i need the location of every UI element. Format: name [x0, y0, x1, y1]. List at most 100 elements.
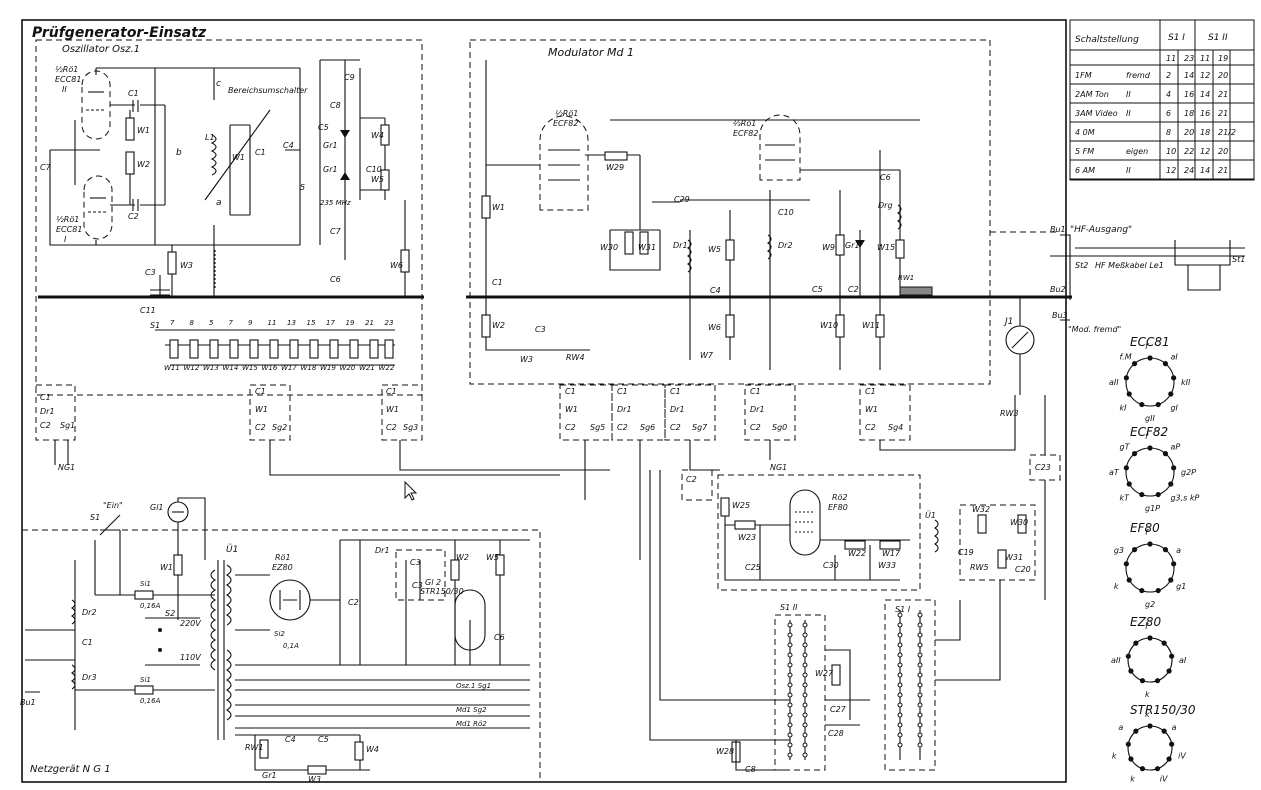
svg-text:C1: C1 [255, 148, 266, 157]
svg-text:Dr1: Dr1 [617, 405, 632, 414]
pinout-title: EZ80 [1130, 615, 1161, 629]
deck-pin [897, 632, 903, 638]
svg-text:Gl 2: Gl 2 [425, 578, 441, 587]
svg-text:0,1A: 0,1A [283, 642, 299, 650]
deck-pins [787, 612, 923, 758]
svg-text:C4: C4 [710, 286, 721, 295]
svg-text:Si1: Si1 [140, 580, 151, 588]
svg-text:C3: C3 [145, 268, 156, 277]
table-cell: 8 [1166, 128, 1171, 137]
svg-text:W2: W2 [492, 321, 505, 330]
tube-pin [1155, 491, 1161, 498]
svg-text:"Mod. fremd": "Mod. fremd" [1068, 325, 1121, 334]
deck-pin [787, 642, 793, 648]
tube-pin [1133, 640, 1139, 646]
pin-label: f.M [1120, 353, 1132, 362]
svg-text:"HF-Ausgang": "HF-Ausgang" [1070, 225, 1132, 235]
tube-pin [1139, 678, 1146, 684]
svg-text:Ü1: Ü1 [925, 510, 936, 520]
pin-label: gT [1120, 443, 1131, 452]
deck-pin [917, 632, 923, 638]
tube-pin [1147, 635, 1153, 641]
power-box [22, 529, 541, 782]
svg-text:C3: C3 [412, 581, 423, 590]
deck-pin [802, 682, 808, 688]
deck-pin [787, 702, 793, 708]
pin-label: iV [1160, 775, 1168, 784]
svg-text:C2: C2 [686, 475, 697, 484]
pin-label: aT [1109, 468, 1120, 477]
table-cell: 21/2 [1218, 128, 1236, 137]
svg-text:C2: C2 [617, 423, 628, 432]
pin-label: aI [1170, 353, 1178, 362]
ladder-resistor-label: W21 [359, 364, 375, 372]
deck-pin [802, 642, 808, 648]
pin-label: gII [1145, 414, 1155, 423]
svg-text:W23: W23 [738, 533, 756, 542]
ladder-contact-number: 8 [190, 319, 195, 327]
deck-pin [787, 682, 793, 688]
ladder-resistor-label: W22 [379, 364, 395, 372]
svg-text:Osz.1 Sg1: Osz.1 Sg1 [456, 682, 491, 690]
svg-text:C1: C1 [255, 387, 266, 396]
ladder-resistor-label: W15 [242, 364, 258, 372]
ladder-resistor-label: W13 [203, 364, 219, 372]
svg-text:W9: W9 [822, 243, 835, 252]
tube-pin [1126, 481, 1132, 487]
deck-pin [917, 722, 923, 728]
table-cell: 21 [1218, 109, 1228, 118]
pin-label: aII [1111, 656, 1121, 665]
tube-pin [1169, 741, 1175, 747]
svg-text:L1: L1 [205, 133, 215, 142]
svg-text:S2: S2 [165, 609, 175, 618]
svg-text:C2: C2 [348, 598, 359, 607]
svg-text:J1: J1 [1003, 317, 1013, 327]
deck-pin [802, 702, 808, 708]
tube-pin [1171, 375, 1177, 381]
modulator-box [469, 39, 991, 385]
deck-pin [917, 692, 923, 698]
svg-text:C27: C27 [830, 705, 847, 714]
hf-output-connector: "HF-Ausgang" HF Meßkabel Le1 Bu1 Bu2 Bu3… [990, 225, 1245, 418]
ladder-resistor-label: W11 [164, 364, 180, 372]
tube-pin [1168, 577, 1174, 583]
deck-pin [897, 702, 903, 708]
deck-pin [897, 662, 903, 668]
outer-frame [21, 19, 1067, 783]
svg-text:0,16A: 0,16A [140, 697, 161, 705]
svg-text:Dr1: Dr1 [750, 405, 765, 414]
ladder-resistor-label: W12 [184, 364, 200, 372]
svg-text:Sg5: Sg5 [590, 423, 605, 432]
pin-label: gI [1170, 403, 1178, 412]
ladder-labels: W117W128W135W147W159W1611W1713W1815W1917… [164, 319, 395, 372]
svg-text:W15: W15 [877, 243, 895, 252]
pin-label: a [1176, 546, 1181, 555]
table-cell: 20 [1218, 147, 1228, 156]
power-label: Netzgerät N G 1 [30, 764, 111, 775]
svg-text:Gl1: Gl1 [150, 503, 164, 512]
svg-text:C2: C2 [386, 423, 397, 432]
svg-text:C2: C2 [565, 423, 576, 432]
ladder-contact-number: 7 [229, 319, 234, 327]
svg-text:EF80: EF80 [828, 503, 848, 512]
svg-text:EZ80: EZ80 [272, 563, 293, 572]
deck-pin [897, 682, 903, 688]
table-cell: 12 [1200, 71, 1210, 80]
deck-pin [917, 622, 923, 628]
tube-pin [1139, 587, 1145, 594]
tube-pin [1154, 766, 1161, 772]
table-row-note: II [1126, 166, 1131, 175]
svg-text:W3: W3 [520, 355, 533, 364]
svg-text:Si2: Si2 [274, 630, 285, 638]
svg-text:W5: W5 [486, 553, 499, 562]
svg-text:W2: W2 [456, 553, 469, 562]
deck-pin [917, 642, 923, 648]
svg-text:HF Meßkabel Le1: HF Meßkabel Le1 [1095, 261, 1164, 270]
pin-label: g3 [1114, 546, 1124, 555]
tube-pin [1123, 561, 1129, 567]
svg-text:I: I [64, 235, 67, 244]
tube-pin [1168, 481, 1174, 487]
deck-pin [917, 612, 923, 618]
deck-pin [787, 652, 793, 658]
deck-pin [917, 682, 923, 688]
